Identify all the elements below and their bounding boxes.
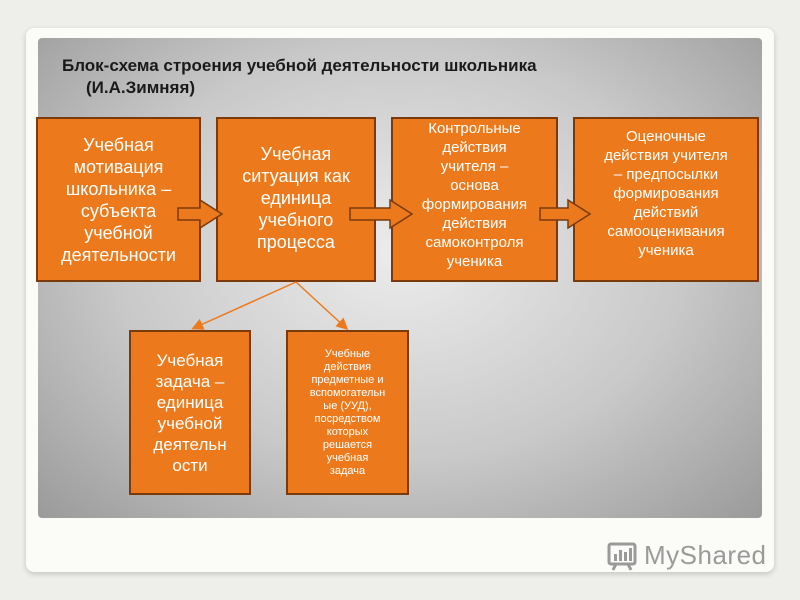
box-situation: Учебная ситуация как единица учебного пр… bbox=[216, 117, 376, 282]
box-situation-text: Учебная ситуация как единица учебного пр… bbox=[242, 144, 350, 252]
title-line2: (И.А.Зимняя) bbox=[86, 78, 196, 97]
myshared-logo: MyShared bbox=[606, 538, 767, 572]
myshared-logo-text: MyShared bbox=[644, 539, 767, 570]
box-task-text: Учебная задача – единица учебной деятель… bbox=[153, 350, 227, 475]
box-control-text: Контрольные действия учителя – основа фо… bbox=[421, 120, 528, 270]
box-control: Контрольные действия учителя – основа фо… bbox=[391, 117, 558, 282]
box-evaluation-text: Оценочные действия учителя – предпосылки… bbox=[604, 128, 728, 259]
myshared-logo-icon bbox=[607, 542, 637, 571]
title-line1: Блок-схема строения учебной деятельности… bbox=[62, 56, 537, 75]
diagram-title: Блок-схема строения учебной деятельности… bbox=[62, 55, 682, 99]
box-actions: Учебные действия предметные и вспомогате… bbox=[286, 330, 409, 495]
box-motivation-text: Учебная мотивация школьника – субъекта у… bbox=[61, 134, 176, 265]
box-motivation: Учебная мотивация школьника – субъекта у… bbox=[36, 117, 201, 282]
box-evaluation: Оценочные действия учителя – предпосылки… bbox=[573, 117, 759, 282]
box-task: Учебная задача – единица учебной деятель… bbox=[129, 330, 251, 495]
box-actions-text: Учебные действия предметные и вспомогате… bbox=[309, 347, 386, 477]
